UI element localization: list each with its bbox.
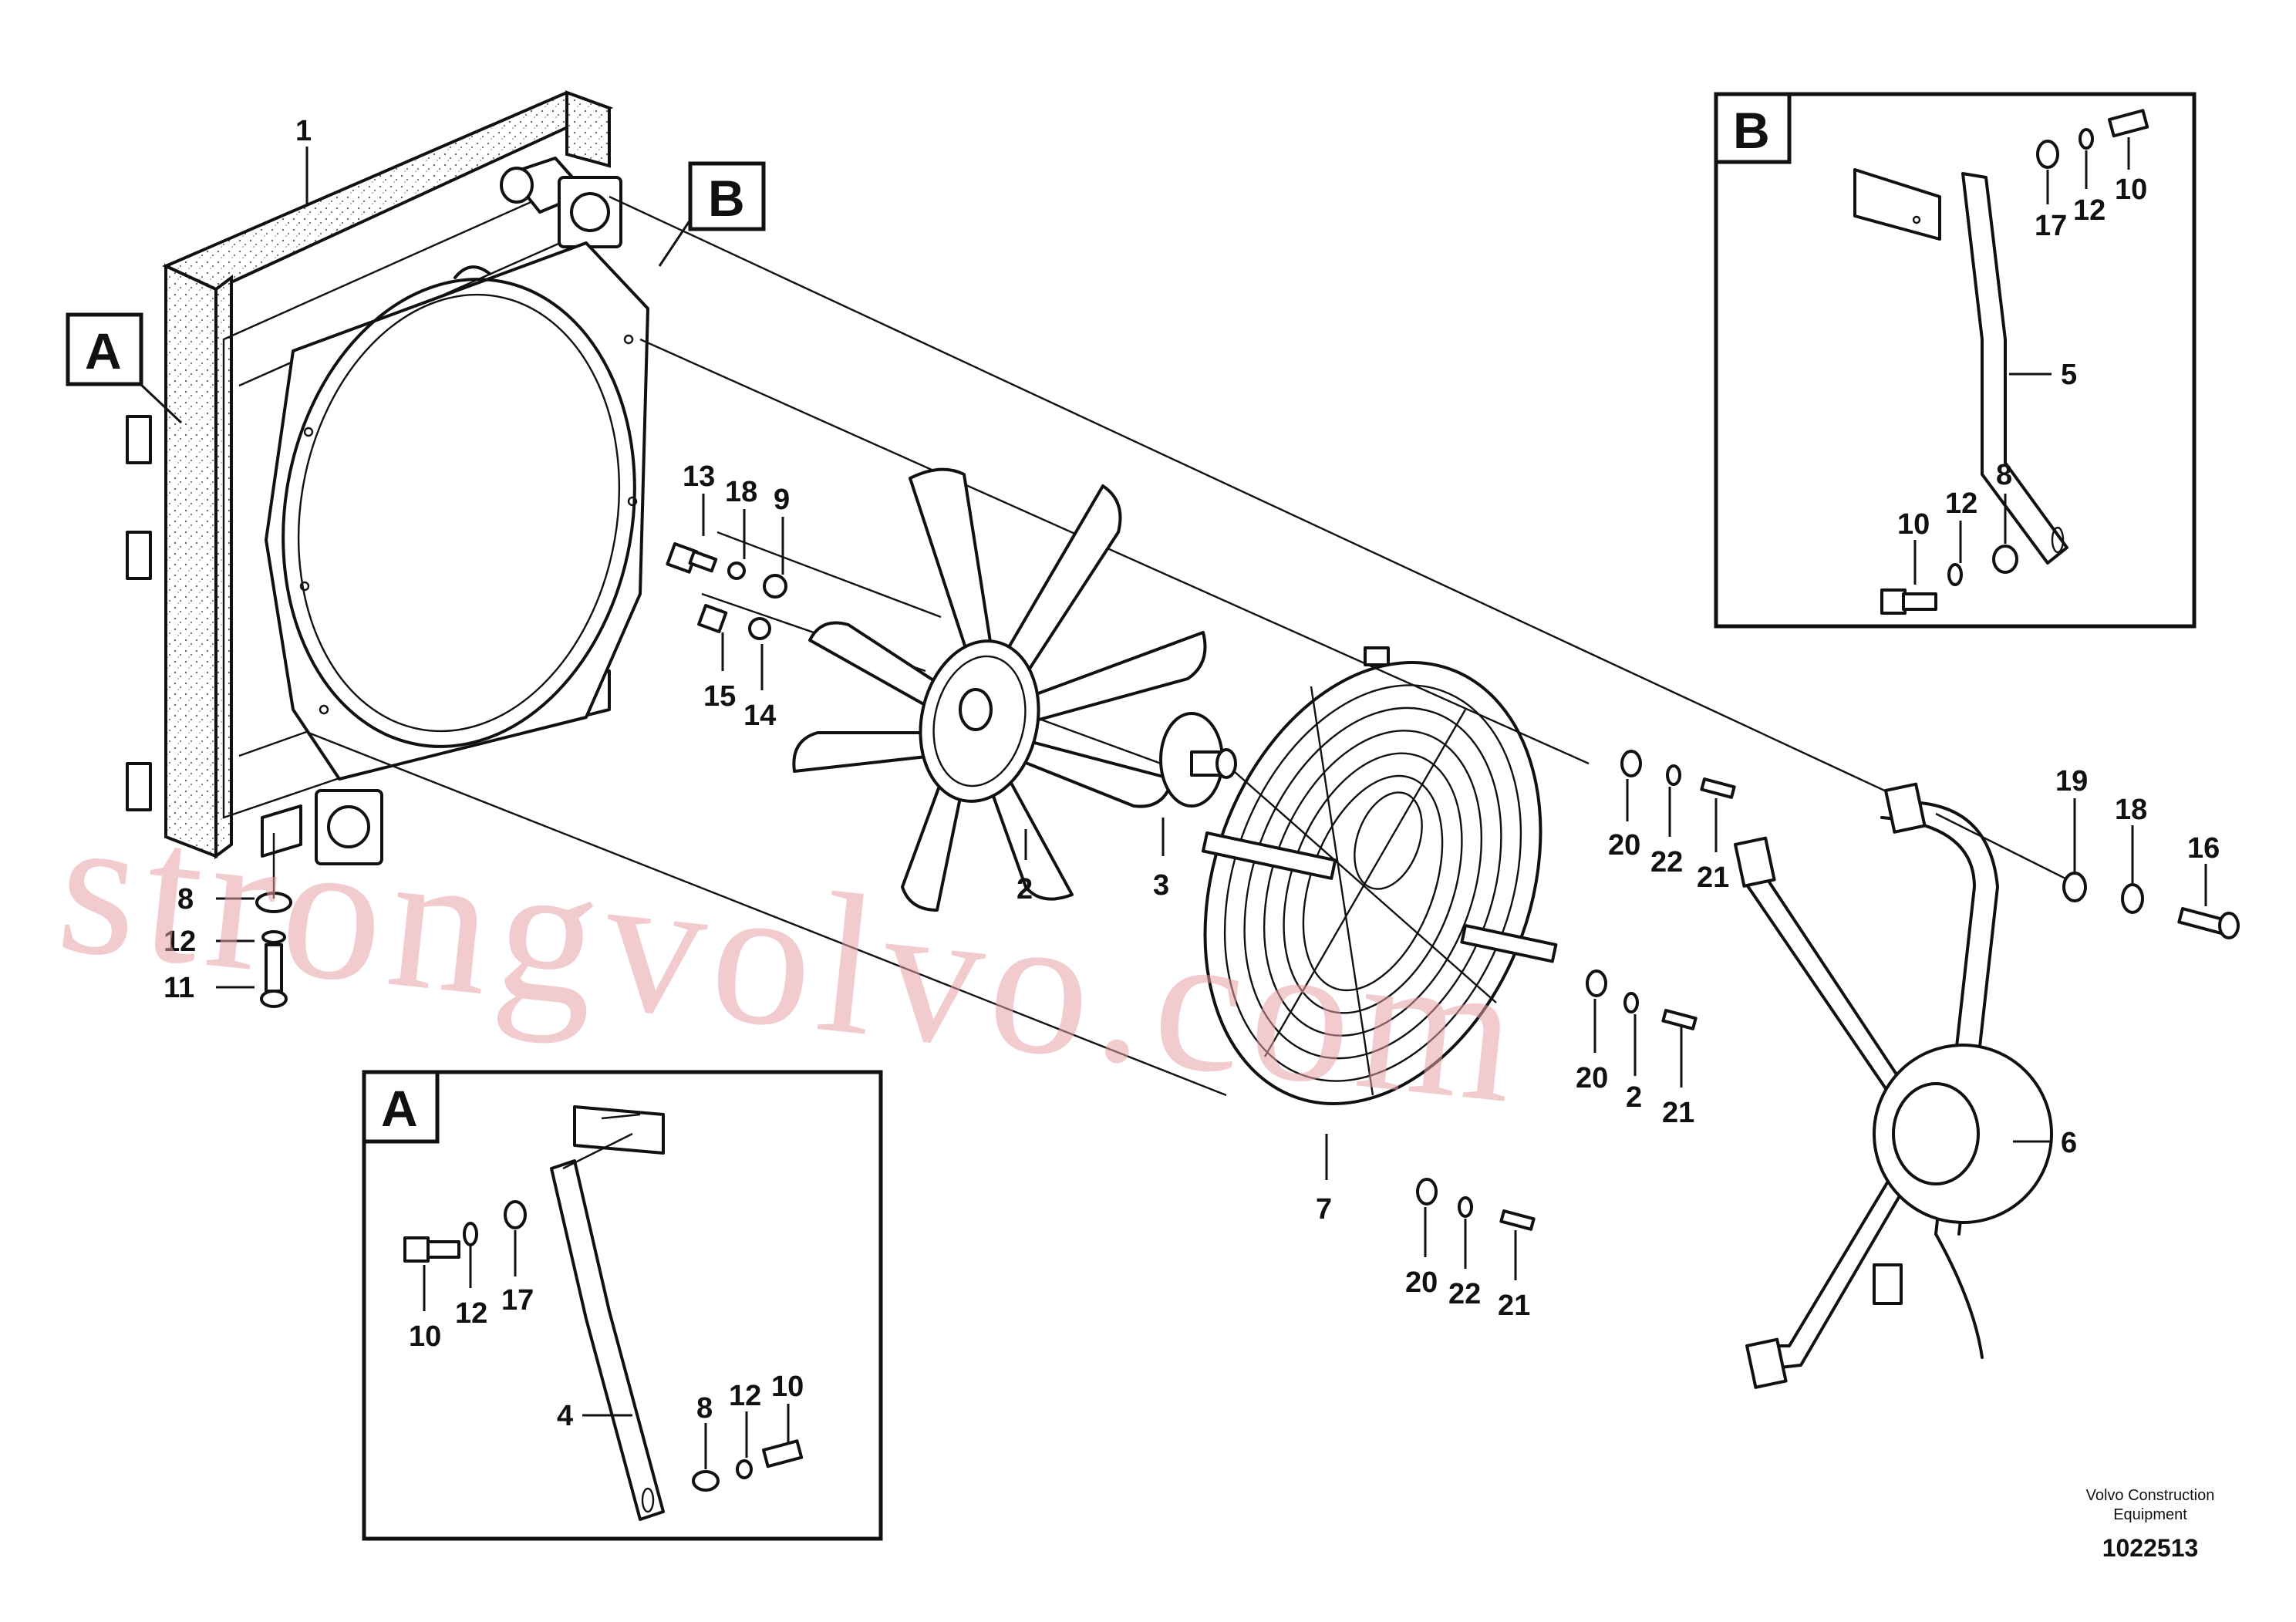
- callout-11: 11: [164, 972, 194, 1004]
- detail-a-callout-12-left: 12: [455, 1297, 487, 1330]
- callout-19: 19: [2055, 765, 2088, 798]
- detail-b-callout-12-bottom: 12: [1945, 487, 1977, 520]
- fan-hub: [1159, 712, 1237, 808]
- detail-b-callout-12-top: 12: [2073, 194, 2106, 227]
- detail-b-callout-8: 8: [1996, 459, 2012, 491]
- detail-b-callout-10-top: 10: [2115, 174, 2147, 206]
- fasteners: [255, 541, 2240, 1231]
- detail-a-callout-8: 8: [696, 1392, 713, 1425]
- callout-2-mid: 2: [1626, 1081, 1642, 1114]
- callout-12-main: 12: [164, 926, 196, 958]
- callout-18-top: 18: [725, 476, 757, 508]
- detail-a-label: A: [381, 1080, 418, 1137]
- detail-a-callout-17: 17: [501, 1284, 534, 1317]
- callout-15: 15: [703, 680, 736, 713]
- callout-22-top: 22: [1650, 846, 1683, 878]
- callout-16: 16: [2187, 832, 2220, 865]
- detail-a-callout-10-right: 10: [771, 1371, 804, 1403]
- callout-9: 9: [774, 484, 790, 516]
- publisher-line-1: Volvo Construction: [2086, 1487, 2215, 1504]
- detail-b-callout-5: 5: [2061, 359, 2077, 391]
- callout-labels: 1 2 3 7 6 8 12 11 13 18 9 15 14 20 22 21…: [164, 115, 2220, 1322]
- detail-b: B 17 12 10 5 10 12 8: [1714, 92, 2197, 629]
- callout-20-low: 20: [1405, 1266, 1438, 1299]
- detail-a-callout-12-right: 12: [729, 1380, 761, 1412]
- callout-21-mid: 21: [1662, 1097, 1694, 1129]
- ref-box-b-label: B: [708, 170, 745, 227]
- callout-18-right: 18: [2115, 794, 2147, 826]
- callout-6: 6: [2061, 1127, 2077, 1159]
- detail-b-callout-17: 17: [2035, 210, 2067, 242]
- callout-20-top: 20: [1608, 829, 1640, 862]
- ref-box-b: B: [688, 161, 766, 231]
- callout-2: 2: [1017, 873, 1033, 905]
- cooling-fan: [792, 467, 1207, 912]
- leader-lines: [139, 147, 2207, 1280]
- callout-20-mid: 20: [1576, 1062, 1608, 1094]
- fan-guard: [1202, 646, 1558, 1105]
- ref-box-a-label: A: [85, 322, 122, 379]
- callout-21-top: 21: [1697, 862, 1729, 894]
- callout-3: 3: [1153, 869, 1169, 902]
- callout-14: 14: [743, 700, 776, 732]
- callout-21-low: 21: [1498, 1290, 1530, 1322]
- callout-22-low: 22: [1448, 1278, 1481, 1310]
- detail-a: A 10 12 17 4 8 12 10: [362, 1070, 883, 1541]
- callout-1: 1: [295, 115, 312, 147]
- callout-13: 13: [683, 460, 715, 493]
- publisher-line-2: Equipment: [2113, 1506, 2187, 1523]
- detail-b-label: B: [1733, 102, 1770, 159]
- detail-b-callout-10-bottom: 10: [1897, 508, 1930, 541]
- detail-a-callout-10-left: 10: [409, 1320, 441, 1353]
- footer-publisher: Volvo Construction Equipment 1022513: [2086, 1487, 2215, 1562]
- fan-shroud: [265, 241, 649, 781]
- document-number: 1022513: [2102, 1534, 2199, 1562]
- callout-8-main: 8: [177, 883, 194, 916]
- detail-a-callout-4: 4: [557, 1400, 573, 1432]
- ref-box-a: A: [66, 312, 143, 386]
- callout-7: 7: [1316, 1193, 1332, 1226]
- fan-guard-support: [1734, 782, 2053, 1389]
